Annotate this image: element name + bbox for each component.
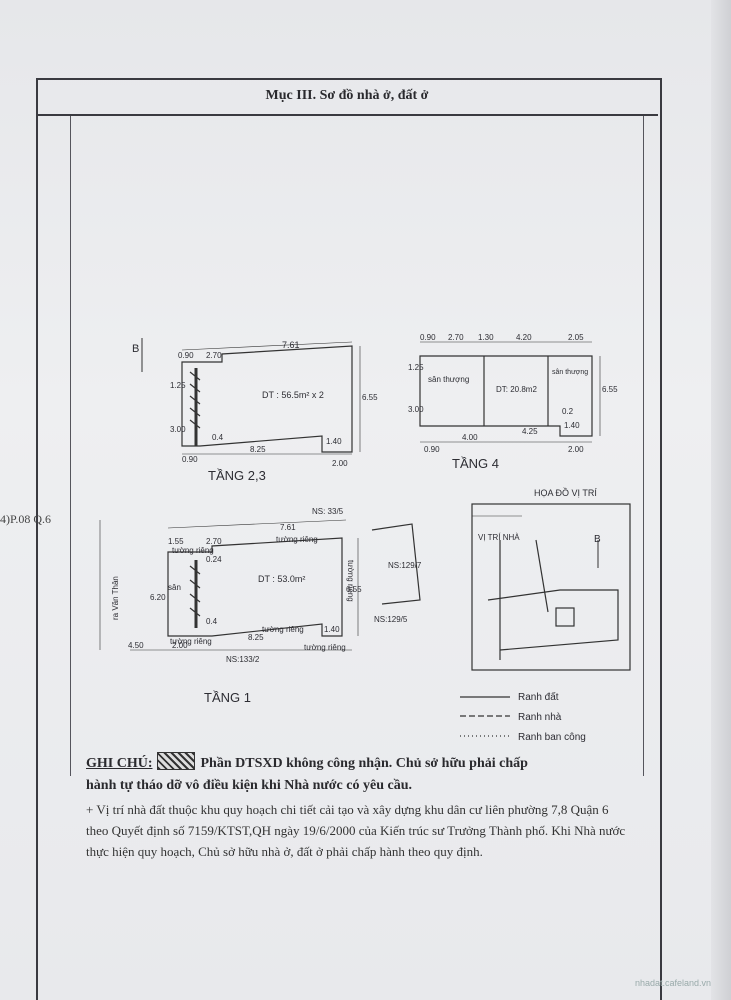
street-label: ra Văn Thân [111,576,120,620]
tang23-dim-top-b: 2.70 [206,351,222,360]
tang1-wall-2: tường riêng [276,535,318,544]
notes-section: GHI CHÚ: Phần DTSXD không công nhận. Chủ … [86,752,626,862]
tang1-dim-t2: 2.70 [206,537,222,546]
tang23-dim-bottom-left: 0.90 [182,455,198,464]
tang23-label: TẦNG 2,3 [208,468,266,483]
tang23-dim-bottom: 8.25 [250,445,266,454]
tang4-dim-left: 1.25 [408,363,424,372]
tang4-dim-t4: 4.20 [516,333,532,342]
tang1-dim-right: 6.55 [346,585,362,594]
tang1-outline [167,537,343,637]
tang4-label: TẦNG 4 [452,456,499,471]
page-title: Mục III. Sơ đồ nhà ở, đất ở [265,88,429,103]
location-house [555,607,575,627]
tang1-hatch [189,565,201,617]
tang23-outline [181,345,353,453]
tang1-dim-b2: 2.00 [172,641,188,650]
location-block [487,589,619,651]
tang4-dim-notch: 1.40 [564,421,580,430]
tang1-wall-1: tường riêng [172,546,214,555]
tang4-dim-t5: 2.05 [568,333,584,342]
title-row: Mục III. Sơ đồ nhà ở, đất ở [36,78,658,116]
document-frame [36,78,662,1000]
drawing-area [70,116,644,776]
tang1-label: TẦNG 1 [204,690,251,705]
notes-bold-line-1: GHI CHÚ: Phần DTSXD không công nhận. Chủ … [86,752,626,775]
tang4-room-1: sân thượng [428,375,469,384]
notes-heading: GHI CHÚ: [86,756,153,771]
tang1-san: sân [168,583,181,592]
tang23-hatch [189,371,201,429]
neighbor-2: NS:129/7 [388,561,422,570]
tang4-dim-b2: 4.00 [462,433,478,442]
tang1-dim-t1: 1.55 [168,537,184,546]
tang1-dim-b1: 4.50 [128,641,144,650]
notes-bold-text-1: Phần DTSXD không công nhận. Chủ sở hữu p… [200,756,528,771]
tang4-dim-left2: 3.00 [408,405,424,414]
neighbor-3: NS:129/5 [374,615,408,624]
location-marker: VỊ TRÍ NHÀ [478,533,520,542]
tang23-dim-notch: 1.40 [326,437,342,446]
hatch-swatch [156,752,195,770]
tang1-area: DT : 53.0m² [258,574,305,584]
tang1-dim-left: 6.20 [150,593,166,602]
tang1-dim-top: 7.61 [280,523,296,532]
side-address-text: 4)P.08 Q.6 [0,512,52,526]
tang4-area: DT: 20.8m2 [496,385,537,394]
location-map-frame [471,503,631,671]
neighbor-4: NS:133/2 [226,655,260,664]
tang23-dim-top: 7.61 [282,340,300,350]
tang23-dim-left: 1.25 [170,381,186,390]
tang4-dim-b1: 0.90 [424,445,440,454]
notes-body: + Vị trí nhà đất thuộc khu quy hoạch chi… [86,802,626,859]
tang23-dim-left2: 3.00 [170,425,186,434]
tang23-dim-small: 0.4 [212,433,224,442]
tang4-dim-small: 0.2 [562,407,574,416]
north-label-2: B [594,534,601,545]
tang4-room-2: sân thượng [552,369,588,376]
tang23-dim-bottom-right: 2.00 [332,459,348,468]
page-edge [711,0,731,1000]
watermark: nhadat.cafeland.vn [634,978,711,988]
neighbor-plot [371,523,421,605]
tang23-dim-top-a: 0.90 [178,351,194,360]
tang4-dim-b4: 2.00 [568,445,584,454]
tang4-dim-b3: 4.25 [522,427,538,436]
tang1-dim-small1: 0.24 [206,555,222,564]
tang23-dim-right: 6.55 [362,393,378,402]
tang1-wall-3: tường riêng [170,637,212,646]
tang1-wall-6: tường riêng [346,560,355,602]
tang4-dim-t3: 1.30 [478,333,494,342]
tang4-outline [419,355,593,437]
location-map-title: HỌA ĐỒ VỊ TRÍ [534,487,597,498]
tang23-top-dim [181,341,353,351]
neighbor-1: NS: 33/5 [312,507,344,516]
tang4-dim-t1: 0.90 [420,333,436,342]
legend-label-3: Ranh ban công [518,732,586,743]
legend-label-1: Ranh đất [518,691,559,703]
tang1-wall-4: tường riêng [262,625,304,634]
tang4-dim-t2: 2.70 [448,333,464,342]
legend-label-2: Ranh nhà [518,712,562,723]
tang1-dim-small2: 0.4 [206,617,218,626]
tang4-dim-right: 6.55 [602,385,618,394]
tang1-dim-b3: 8.25 [248,633,264,642]
notes-bold-line-2: hành tự tháo dỡ vô điều kiện khi Nhà nướ… [86,778,412,793]
location-pointer [535,539,549,613]
tang1-wall-5: tường riêng [304,643,346,652]
north-label-1: B [132,343,139,355]
tang23-area: DT : 56.5m² x 2 [262,390,324,400]
tang1-dim-notch: 1.40 [324,625,340,634]
tang1-top-dim [167,519,347,529]
